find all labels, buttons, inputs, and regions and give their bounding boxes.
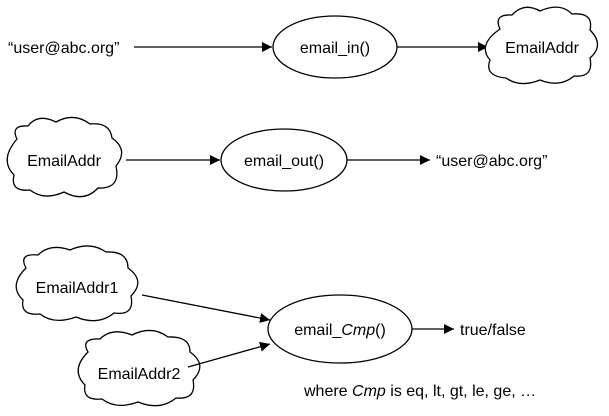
row1-func-label: email_in() [300, 40, 370, 57]
row3-output-text: true/false [460, 322, 526, 339]
row1-input-text: “user@abc.org” [8, 40, 119, 57]
row3-arrow-in-1 [141, 294, 271, 323]
row2-func-label: email_out() [244, 153, 324, 170]
row2-input-cloud [6, 116, 123, 198]
row3-input-cloud-1 [15, 245, 139, 322]
row3-note: where Cmp is eq, lt, gt, le, ge, … [303, 383, 536, 400]
row3-func-label: email_Cmp() [294, 322, 386, 339]
row1-output-cloud [484, 6, 599, 85]
row3-input-cloud-2-label: EmailAddr2 [98, 366, 181, 383]
row3-arrow-in-2 [187, 341, 271, 368]
row3-input-cloud-2 [77, 329, 201, 407]
row2-output-text: “user@abc.org” [436, 153, 547, 170]
row1-output-cloud-label: EmailAddr [505, 40, 579, 57]
row2-input-cloud-label: EmailAddr [27, 153, 101, 170]
row3-input-cloud-1-label: EmailAddr1 [36, 280, 119, 297]
